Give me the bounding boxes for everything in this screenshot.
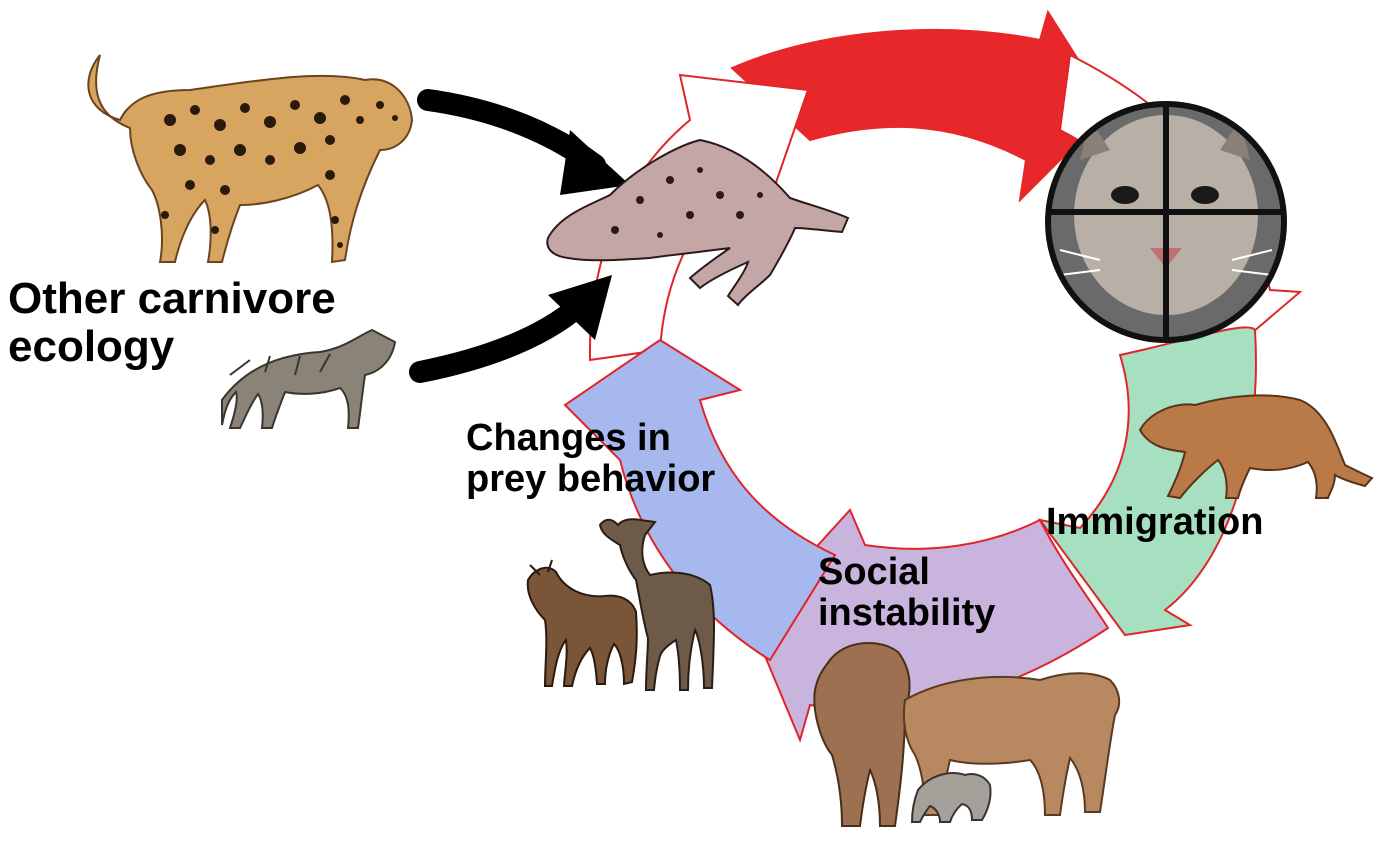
prey-label-line-2: prey behavior	[466, 458, 716, 501]
social-label-line-1: Social	[818, 551, 930, 593]
dead-lamb-icon	[546, 138, 850, 307]
immigration-label-text: Immigration	[1046, 501, 1264, 543]
walking-puma-icon	[1138, 394, 1374, 500]
black-arrow-lower	[409, 294, 591, 383]
deer-icon	[598, 518, 715, 691]
coyote-icon	[221, 328, 397, 429]
carnivore-label-line-1: Other carnivore	[8, 274, 336, 323]
jaguar-icon	[87, 54, 414, 264]
black-arrow-lower-head	[548, 275, 612, 340]
prey-label-line-1: Changes in	[466, 417, 671, 459]
social-instability-label: Social instability	[818, 551, 1078, 635]
carnivore-ecology-label: Other carnivore ecology	[8, 275, 408, 370]
immigration-label: Immigration	[1046, 501, 1346, 543]
social-label-line-2: instability	[818, 592, 996, 635]
puma-family-icon	[813, 642, 1121, 827]
black-arrow-upper-head	[560, 130, 630, 195]
prey-behavior-label: Changes in prey behavior	[466, 417, 796, 501]
goat-icon	[526, 559, 638, 687]
carnivore-label-line-2: ecology	[8, 321, 175, 371]
puma-crosshair-icon	[1045, 101, 1287, 343]
